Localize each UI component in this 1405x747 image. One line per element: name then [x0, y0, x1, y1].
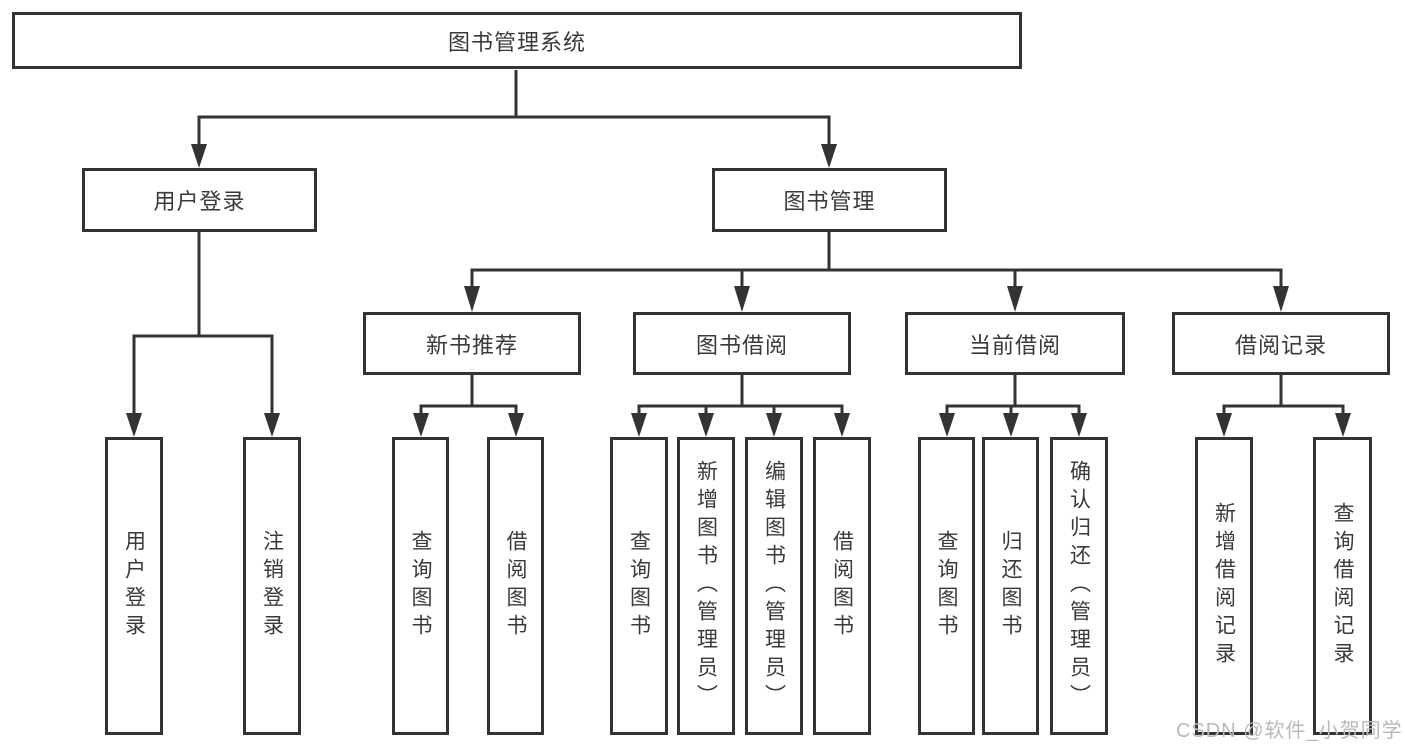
leaf-user-login: 用户登录 [105, 437, 163, 735]
node-new-book-recommend: 新书推荐 [363, 312, 581, 375]
connector-newbook-to-leaves [419, 375, 518, 415]
leaf-return-book: 归还图书 [982, 437, 1039, 735]
leaf-confirm-return-admin: 确认归还（管理员） [1050, 437, 1108, 735]
arrow-down-icon [508, 413, 524, 437]
connector-records-to-leaves [1222, 375, 1345, 415]
connector-bookmgmt-to-level3 [470, 232, 1283, 288]
csdn-watermark: CSDN @软件_小贺同学 [1176, 720, 1403, 742]
arrow-down-icon [834, 413, 850, 437]
connector-current-to-leaves [945, 375, 1081, 415]
leaf-borrow-books-recommend: 借阅图书 [487, 437, 544, 735]
leaf-edit-book-admin: 编辑图书（管理员） [745, 437, 803, 735]
leaf-query-books-recommend: 查询图书 [392, 437, 449, 735]
node-library-management-system: 图书管理系统 [12, 12, 1022, 69]
arrow-down-icon [1071, 413, 1087, 437]
node-user-login: 用户登录 [82, 168, 317, 232]
node-current-borrowing: 当前借阅 [905, 312, 1125, 375]
arrow-down-icon [734, 286, 750, 312]
arrow-down-icon [1273, 286, 1289, 312]
leaf-logout: 注销登录 [243, 437, 301, 735]
arrow-down-icon [413, 413, 429, 437]
leaf-query-books-borrowing: 查询图书 [610, 437, 668, 735]
arrow-down-icon [1003, 413, 1019, 437]
arrow-down-icon [766, 413, 782, 437]
arrow-down-icon [126, 413, 142, 437]
arrow-down-icon [698, 413, 714, 437]
node-borrow-records: 借阅记录 [1172, 312, 1390, 375]
arrow-down-icon [191, 144, 207, 168]
leaf-borrow-books: 借阅图书 [813, 437, 871, 735]
connector-borrowing-to-leaves [637, 375, 844, 415]
node-book-borrowing: 图书借阅 [633, 312, 851, 375]
arrow-down-icon [264, 413, 280, 437]
arrow-down-icon [939, 413, 955, 437]
leaf-add-book-admin: 新增图书（管理员） [677, 437, 735, 735]
node-book-management: 图书管理 [712, 168, 947, 232]
arrow-down-icon [1007, 286, 1023, 312]
arrow-down-icon [821, 144, 837, 168]
connector-root-to-level2 [197, 70, 831, 146]
connector-userlogin-to-leaves [132, 232, 274, 415]
leaf-add-borrow-record: 新增借阅记录 [1195, 437, 1253, 735]
arrow-down-icon [631, 413, 647, 437]
arrow-down-icon [1216, 413, 1232, 437]
leaf-query-books-current: 查询图书 [918, 437, 975, 735]
leaf-query-borrow-record: 查询借阅记录 [1313, 437, 1372, 735]
arrow-down-icon [464, 286, 480, 312]
arrow-down-icon [1335, 413, 1351, 437]
